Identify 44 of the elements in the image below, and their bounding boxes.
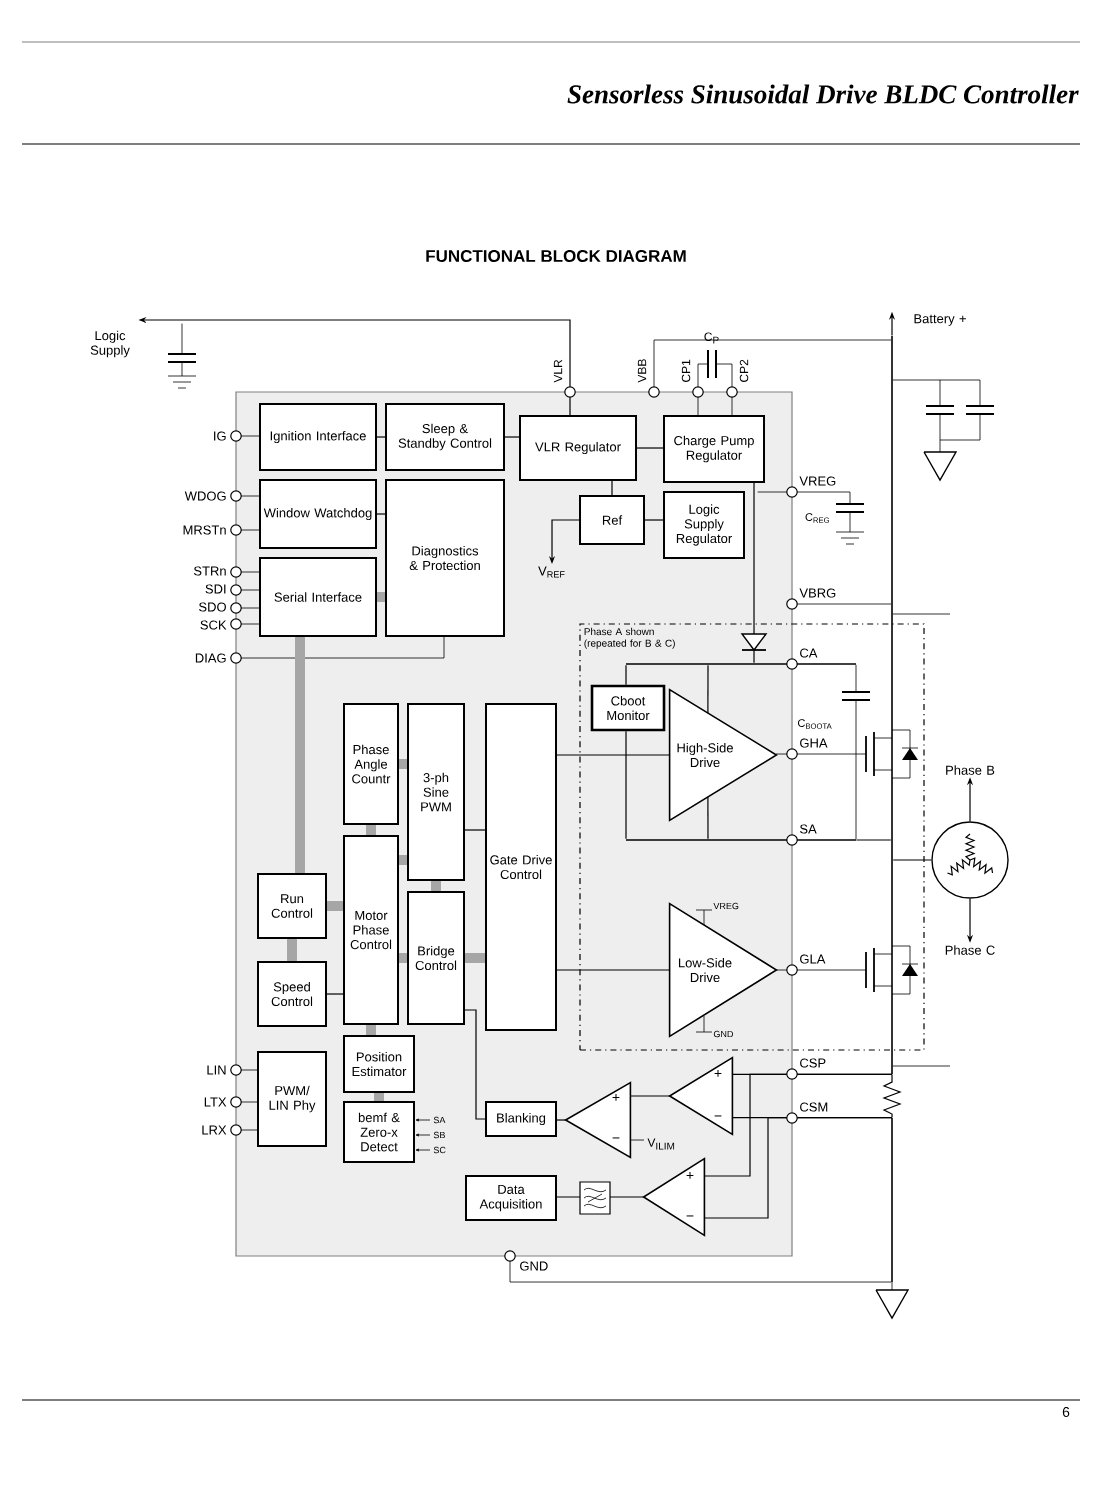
connector-line [707, 796, 709, 840]
motor-symbol [931, 821, 1009, 899]
diagram-title: FUNCTIONAL BLOCK DIAGRAM [426, 250, 686, 262]
connector-line [464, 829, 486, 831]
signal-bus [465, 953, 485, 963]
connector-line [753, 482, 755, 664]
signal-bus [399, 953, 407, 963]
signal-bus [327, 901, 343, 911]
signal-bus [366, 825, 376, 835]
connector-line [376, 513, 386, 515]
connector-line [556, 969, 671, 971]
signal-bus [366, 1025, 376, 1035]
comparator-triangle [564, 1081, 632, 1159]
connector-line [556, 1196, 645, 1198]
connector-line [464, 1009, 486, 1120]
connector-line [326, 993, 344, 995]
connector-line [376, 436, 386, 438]
connector-line [625, 730, 627, 840]
signal-bus [374, 1093, 384, 1101]
signal-bus [399, 855, 407, 865]
connector-line [556, 1119, 567, 1121]
connector-line [504, 436, 520, 438]
connector-line [629, 1095, 671, 1097]
signal-bus [295, 637, 305, 873]
bus-line [626, 663, 856, 665]
connector-line [703, 1073, 893, 1177]
signal-bus [377, 592, 385, 602]
connector-line [855, 839, 892, 841]
connector-line [556, 754, 671, 756]
connector-line [611, 480, 613, 496]
signal-bus [399, 759, 407, 769]
bus-line [626, 839, 856, 841]
connector-line [703, 1117, 893, 1219]
signal-bus [287, 939, 297, 961]
amplifier-triangle [668, 1056, 734, 1136]
connector-line [625, 664, 627, 686]
connector-line [892, 859, 932, 861]
connector-line [636, 447, 664, 449]
signal-bus [431, 881, 441, 891]
page-header: Sensorless Sinusoidal Drive BLDC Controller [567, 84, 1079, 104]
connector-line [644, 519, 664, 521]
amplifier-triangle [642, 1157, 706, 1237]
connector-line [882, 1073, 902, 1119]
connector-line [707, 664, 709, 714]
